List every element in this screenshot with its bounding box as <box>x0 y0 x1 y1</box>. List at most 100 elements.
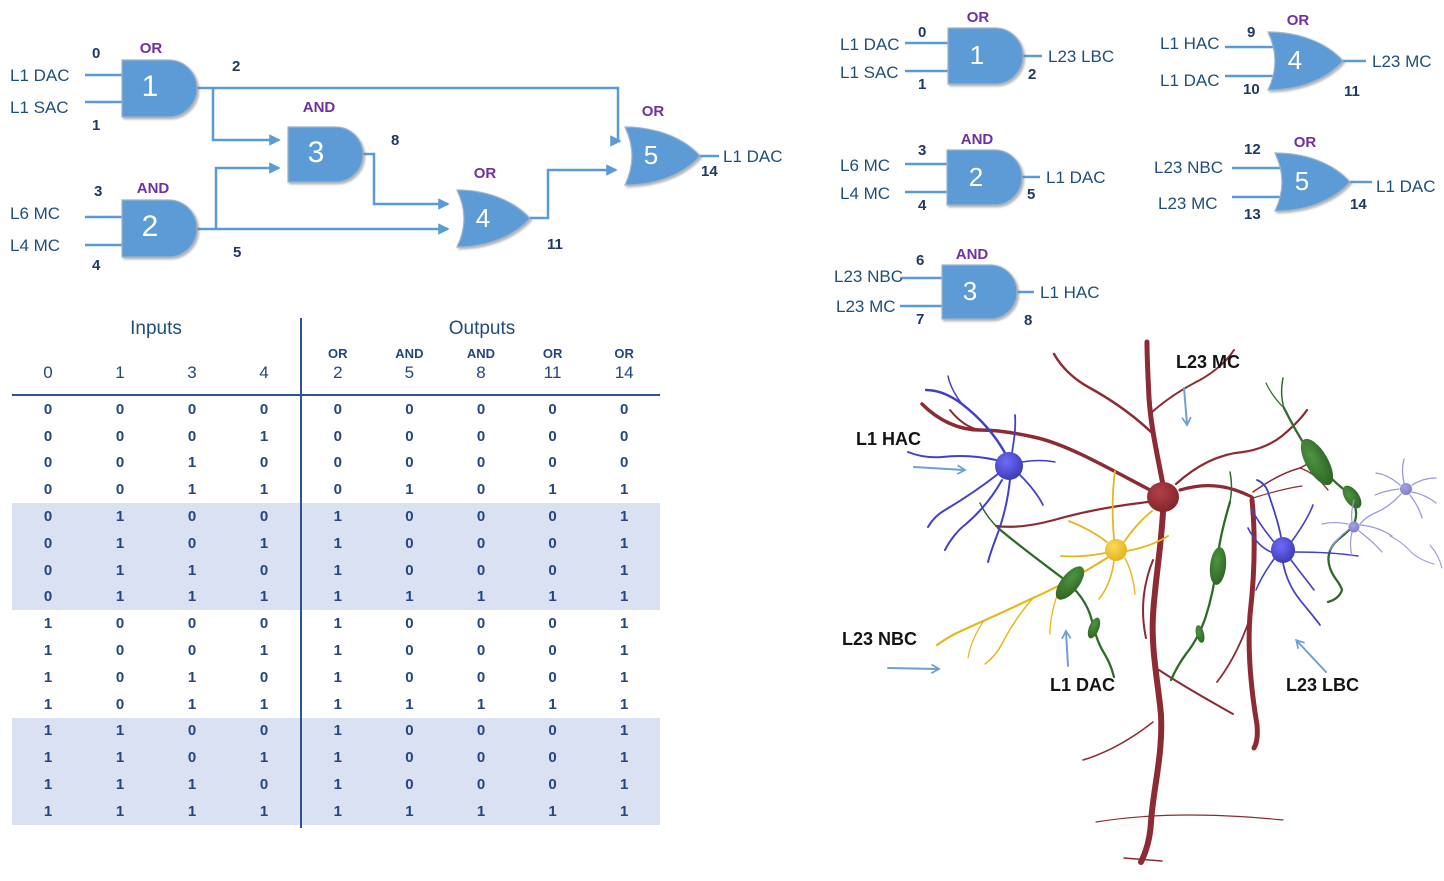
tt-cell: AND <box>466 346 496 361</box>
tt-cell: 0 <box>187 642 197 660</box>
tt-cell: 1 <box>43 749 53 767</box>
tt-cell: 0 <box>620 454 629 472</box>
panel-gate-5-shape <box>1274 152 1351 212</box>
tt-cell: 0 <box>259 668 269 686</box>
tt-cell: 1 <box>620 722 629 740</box>
tt-cell: 0 <box>405 454 414 472</box>
tt-cell: 0 <box>115 642 125 660</box>
tt-cell: 0 <box>115 454 125 472</box>
main-circuit-wires <box>85 73 719 247</box>
tt-cell: 1 <box>405 588 414 606</box>
tt-cell: 0 <box>405 427 414 445</box>
tt-cell: 0 <box>43 561 53 579</box>
panel-g5-in2-wire: 13 <box>1244 206 1261 223</box>
tt-cell: 1 <box>333 802 342 820</box>
tt-cell: 0 <box>476 508 486 526</box>
arrow-l23lbc <box>1297 641 1327 673</box>
tt-cell: 1 <box>259 749 269 767</box>
gate-3-number: 3 <box>307 136 325 169</box>
tt-cell: 0 <box>405 722 414 740</box>
tt-cell: 0 <box>548 722 557 740</box>
neuron-hac-blue <box>907 375 1056 563</box>
arrow-l1hac <box>913 467 964 470</box>
tt-cell: 1 <box>115 749 125 767</box>
panel-g5-type: OR <box>1293 134 1317 151</box>
tt-cell: 0 <box>259 454 269 472</box>
neuron-label-l1hac: L1 HAC <box>856 429 922 449</box>
tt-cell: 0 <box>259 722 269 740</box>
tt-cell: 1 <box>259 481 269 499</box>
tt-cell: 1 <box>620 802 629 820</box>
tt-cell: 1 <box>187 776 197 794</box>
tt-cell: 0 <box>333 454 342 472</box>
tt-cell: 1 <box>333 668 342 686</box>
panel-g4-in1-wire: 9 <box>1247 24 1256 41</box>
neuron-label-l1dac: L1 DAC <box>1050 675 1116 695</box>
panel-g5-in2: L23 MC <box>1158 194 1218 213</box>
panel-g1-number: 1 <box>969 40 985 70</box>
tt-cell: 1 <box>187 481 197 499</box>
tt-cell: 0 <box>115 427 125 445</box>
tt-cell: 0 <box>476 615 486 633</box>
tt-cell: 1 <box>259 802 269 820</box>
neuron-illustration <box>887 339 1443 865</box>
panel-g4-out-wire: 11 <box>1344 83 1360 100</box>
tt-cell: 11 <box>543 363 562 382</box>
tt-cell: 0 <box>187 400 197 418</box>
tt-cell: 0 <box>333 427 342 445</box>
panel-g5-in1: L23 NBC <box>1154 158 1223 177</box>
wire-number-3: 3 <box>94 183 103 200</box>
tt-cell: 4 <box>259 363 269 382</box>
panel-g5-out: L1 DAC <box>1376 177 1436 196</box>
tt-cell: 1 <box>620 642 629 660</box>
tt-cell: 0 <box>405 534 414 552</box>
tt-cell: 1 <box>620 508 629 526</box>
gate-1-shape <box>121 59 198 118</box>
circuit-input-label: L4 MC <box>10 236 61 255</box>
tt-cell: 0 <box>620 400 629 418</box>
tt-cell: 1 <box>405 802 414 820</box>
wire-number-8: 8 <box>391 132 400 149</box>
panel-g3-type: AND <box>955 246 989 263</box>
panel-g2-out-wire: 5 <box>1027 186 1036 203</box>
tt-cell: 0 <box>405 508 414 526</box>
tt-cell: 1 <box>333 722 342 740</box>
circuit-output-label: L1 DAC <box>723 147 783 166</box>
tt-cell: 1 <box>259 695 269 713</box>
tt-cell: 0 <box>333 400 342 418</box>
tt-cell: 0 <box>115 695 125 713</box>
tt-cell: 1 <box>333 508 342 526</box>
tt-cell: 0 <box>476 481 486 499</box>
tt-cell: 1 <box>187 561 197 579</box>
tt-cell: 0 <box>259 400 269 418</box>
circuit-input-label: L6 MC <box>10 204 61 223</box>
tt-cell: 1 <box>259 642 269 660</box>
panel-g3-in2: L23 MC <box>836 297 896 316</box>
tt-cell: 0 <box>548 534 557 552</box>
tt-cell: 1 <box>259 534 269 552</box>
tt-cell: 1 <box>115 363 125 382</box>
tt-cell: 0 <box>187 427 197 445</box>
panel-g1-out-wire: 2 <box>1028 66 1037 83</box>
nbc-soma <box>1105 539 1127 561</box>
tt-cell: 0 <box>476 776 486 794</box>
panel-g2-in2: L4 MC <box>840 184 891 203</box>
tt-cell: 0 <box>476 454 486 472</box>
hac-soma <box>995 452 1023 480</box>
tt-cell: 1 <box>333 588 342 606</box>
panel-g5-number: 5 <box>1294 166 1310 196</box>
gate-4-number: 4 <box>475 203 491 233</box>
gate-5-type: OR <box>641 103 665 120</box>
gate-3-shape <box>287 126 364 183</box>
tt-cell: 1 <box>333 561 342 579</box>
panel-g5-in1-wire: 12 <box>1244 141 1261 158</box>
tt-cell: 0 <box>259 776 269 794</box>
tt-cell: 1 <box>43 776 53 794</box>
